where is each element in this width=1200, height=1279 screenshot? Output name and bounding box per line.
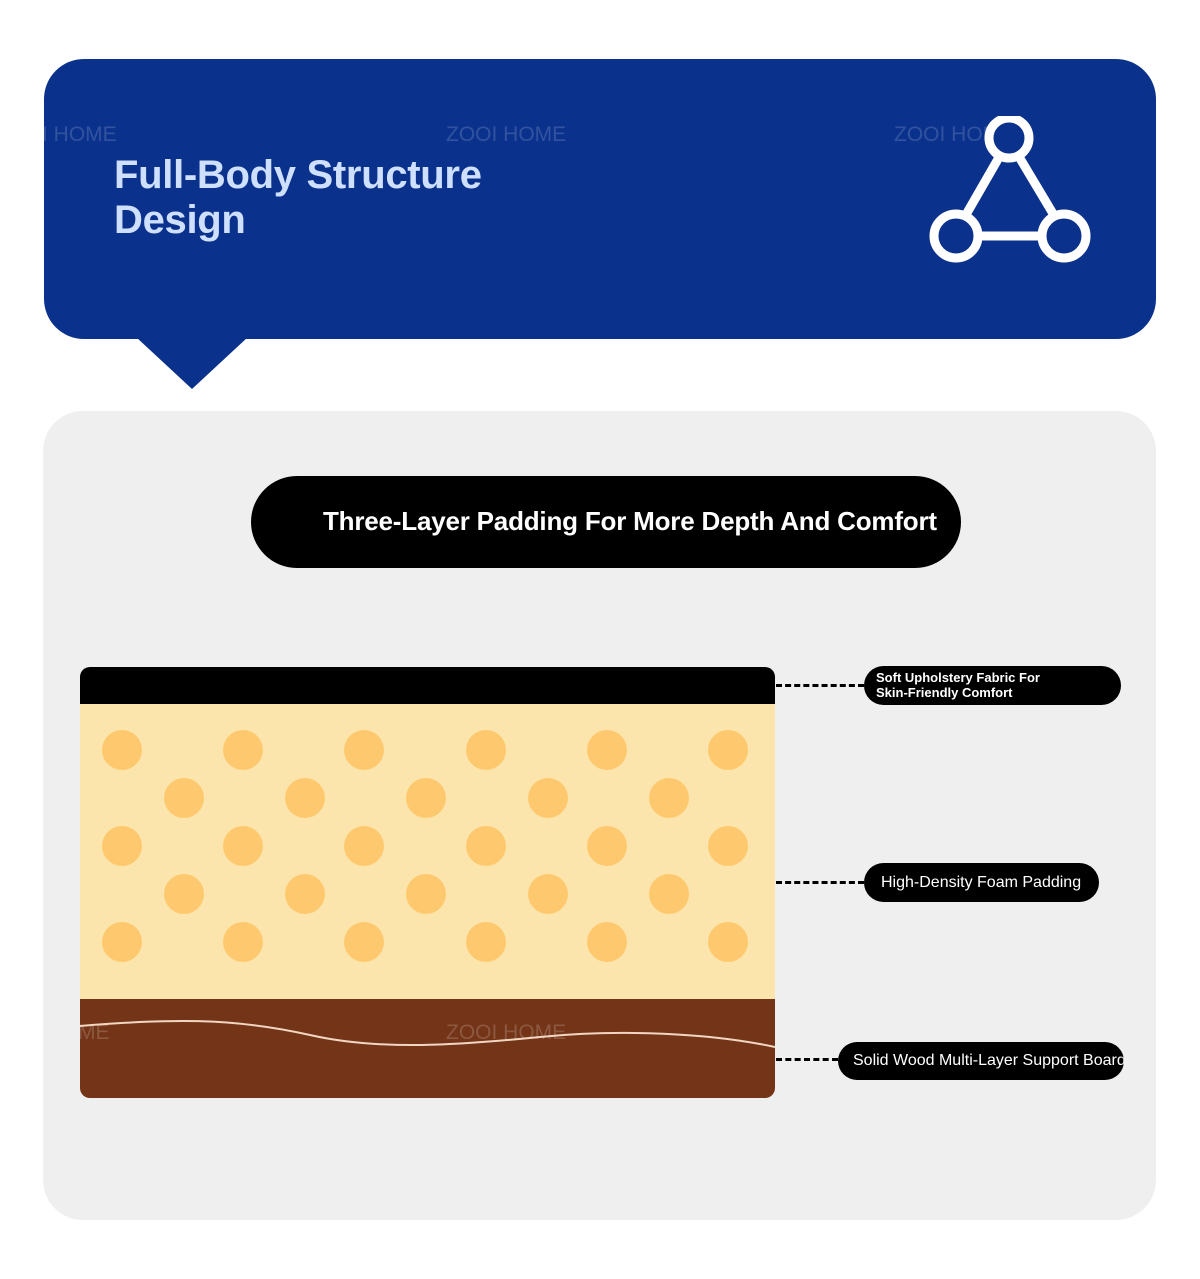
support-board-layer: ME ZOOI HOME — [80, 999, 775, 1098]
panel-headline: Three-Layer Padding For More Depth And C… — [323, 506, 937, 536]
foam-dot — [102, 922, 142, 962]
fabric-layer-label: Soft Upholstery Fabric For Skin-Friendly… — [864, 666, 1121, 705]
foam-dot — [587, 922, 627, 962]
foam-dot — [285, 778, 325, 818]
foam-dot — [406, 874, 446, 914]
fabric-layer-label-line1: Soft Upholstery Fabric For — [876, 670, 1040, 685]
foam-dot — [708, 922, 748, 962]
support-board-label-text: Solid Wood Multi-Layer Support Board — [853, 1052, 1124, 1069]
foam-dot — [466, 826, 506, 866]
banner-title: Full-Body Structure Design — [114, 153, 574, 243]
leader-line — [776, 881, 864, 884]
foam-dot — [708, 826, 748, 866]
foam-dot — [223, 922, 263, 962]
foam-dot — [164, 874, 204, 914]
foam-dot — [344, 730, 384, 770]
foam-dot — [708, 730, 748, 770]
feature-banner: I HOME ZOOI HOME ZOOI HOME Full-Body Str… — [44, 59, 1156, 339]
foam-dot — [164, 778, 204, 818]
brand-watermark: ZOOI HOME — [446, 123, 567, 146]
foam-dot — [406, 778, 446, 818]
foam-layer-label-text: High-Density Foam Padding — [881, 874, 1082, 891]
brand-watermark: ME — [80, 1021, 110, 1044]
banner-pointer — [136, 337, 248, 389]
foam-layer-label: High-Density Foam Padding — [864, 863, 1099, 902]
wood-grain-line — [80, 1019, 775, 1048]
foam-dot — [285, 874, 325, 914]
foam-dot — [344, 922, 384, 962]
foam-dot — [587, 826, 627, 866]
foam-dot — [587, 730, 627, 770]
fabric-layer-label-line2: Skin-Friendly Comfort — [876, 685, 1013, 700]
brand-watermark: ZOOI HOME — [894, 123, 1015, 146]
foam-dot — [649, 778, 689, 818]
foam-dot — [223, 826, 263, 866]
support-board-label: Solid Wood Multi-Layer Support Board — [838, 1042, 1124, 1080]
foam-dot — [466, 730, 506, 770]
banner-title-line2: Design — [114, 198, 246, 242]
foam-dot — [223, 730, 263, 770]
triangle-structure-icon — [929, 116, 1091, 263]
foam-dot — [344, 826, 384, 866]
layer-diagram: ME ZOOI HOME — [80, 667, 775, 1098]
foam-dot — [102, 826, 142, 866]
fabric-layer — [80, 667, 775, 704]
foam-dot — [102, 730, 142, 770]
brand-watermark: I HOME — [44, 123, 117, 146]
foam-dot — [466, 922, 506, 962]
foam-dot — [649, 874, 689, 914]
headline-pill: Three-Layer Padding For More Depth And C… — [251, 476, 961, 568]
leader-line — [776, 684, 864, 687]
foam-dot — [528, 778, 568, 818]
leader-line — [776, 1058, 838, 1061]
foam-layer — [80, 704, 775, 999]
foam-dot — [528, 874, 568, 914]
banner-title-line1: Full-Body Structure — [114, 153, 482, 197]
